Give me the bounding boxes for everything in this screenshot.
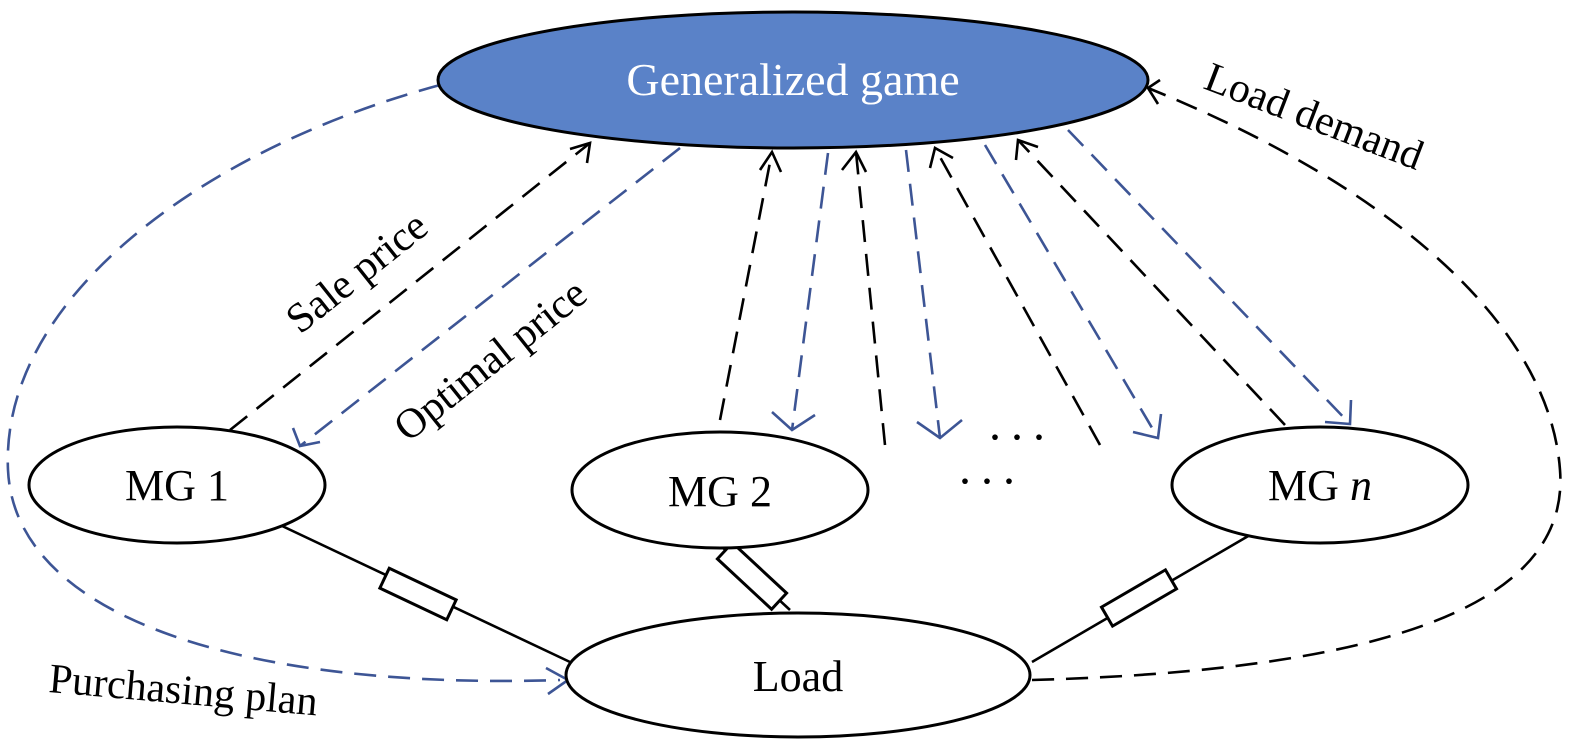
load-label: Load	[753, 652, 843, 701]
mg1-node: MG 1	[27, 425, 327, 545]
purchasing-plan-loop	[6, 83, 561, 683]
mid-down-arrow-1	[904, 149, 942, 439]
arrowhead-mgn-up	[1014, 138, 1039, 161]
mgn-label-index: n	[1350, 461, 1372, 510]
mg1-label: MG 1	[125, 461, 229, 510]
mgn-down-arrow	[1067, 129, 1351, 425]
arrowhead-mgn-down	[1324, 399, 1353, 426]
generalized-game-shape	[436, 10, 1150, 150]
mg2-down-arrow	[790, 152, 830, 431]
mid-up-arrow-2	[933, 147, 1102, 446]
ellipsis-lower: ···	[957, 455, 1023, 508]
arrowhead-mg2-up	[758, 149, 783, 173]
arrowhead-mid-down-1	[916, 418, 963, 440]
mid-up-arrow-1	[854, 151, 887, 446]
load-node: Load	[564, 611, 1032, 739]
mg1-shape	[27, 425, 327, 545]
arrowhead-sale-price	[569, 141, 592, 164]
mgn-node: MG n	[1170, 425, 1470, 545]
mg1-load-resistor	[377, 566, 459, 622]
sale-price-label: Sale price	[278, 203, 437, 343]
mgn-up-arrow	[1017, 139, 1286, 426]
sale-price-arrow	[229, 141, 591, 432]
arrowheads	[291, 78, 1353, 696]
mg2-up-arrow	[718, 151, 774, 421]
arrowhead-mid-down-2	[1132, 413, 1163, 440]
ellipsis-upper: ···	[987, 411, 1053, 464]
mgn-label-prefix: MG	[1268, 461, 1350, 510]
arrowhead-mid-up-2	[928, 146, 954, 169]
mid-down-arrow-2	[983, 144, 1160, 439]
load-shape	[564, 611, 1032, 739]
mg2-node: MG 2	[570, 430, 870, 550]
arrowhead-purchasing-plan	[545, 666, 571, 696]
mgn-shape	[1170, 425, 1470, 545]
mg2-shape	[570, 430, 870, 550]
purchasing-plan-label: Purchasing plan	[47, 656, 319, 725]
arrowhead-load-demand	[1146, 78, 1161, 105]
optimal-price-arrow	[299, 146, 681, 448]
mg2-load-resistor	[715, 540, 789, 612]
generalized-game-label: Generalized game	[626, 54, 959, 105]
arrowhead-optimal-price	[291, 427, 321, 448]
arrowhead-mid-up-1	[840, 149, 868, 173]
arrowhead-mg2-down	[771, 411, 816, 432]
mgn-label: MG n	[1268, 461, 1372, 510]
load-demand-loop	[1031, 86, 1562, 682]
mgn-load-resistor	[1099, 567, 1179, 629]
load-demand-label: Load demand	[1198, 54, 1429, 179]
mg2-label: MG 2	[668, 467, 772, 516]
generalized-game-node: Generalized game	[436, 10, 1150, 150]
